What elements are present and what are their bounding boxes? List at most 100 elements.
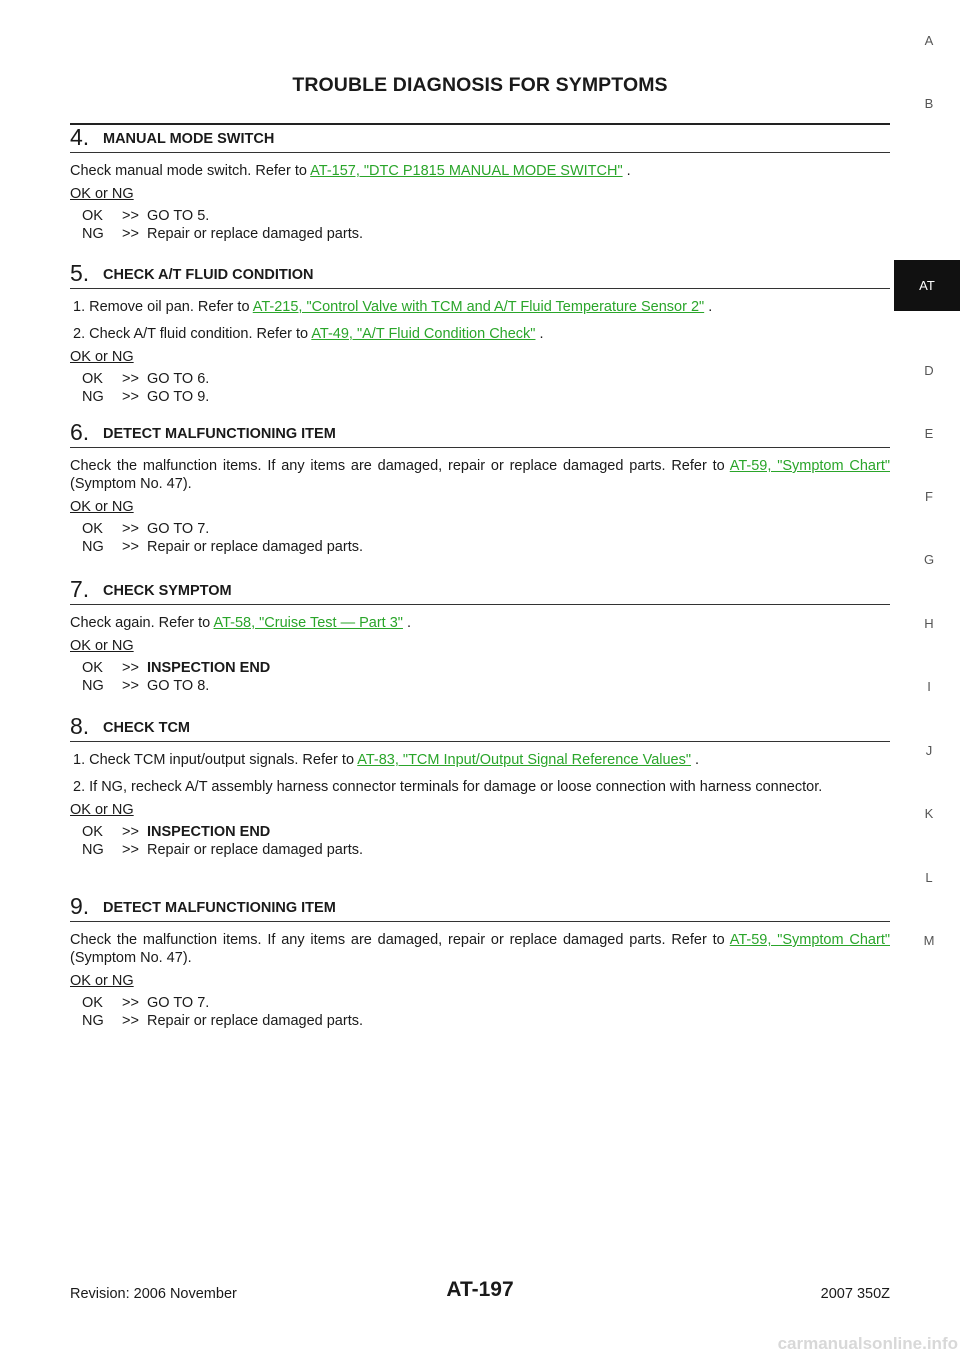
side-tab-l[interactable]: L — [925, 870, 933, 885]
side-tab-m[interactable]: M — [923, 933, 935, 948]
result-row-ok: OK>>INSPECTION END — [82, 823, 890, 841]
result-action: INSPECTION END — [147, 824, 271, 840]
result-action: Repair or replace damaged parts. — [147, 842, 364, 858]
side-tab-d[interactable]: D — [924, 363, 934, 378]
result-row-ok: OK>>GO TO 6. — [82, 370, 890, 388]
result-list: OK >> GO TO 5. NG >> Repair or replace damage… — [82, 207, 890, 243]
result-row-ng: NG>>Repair or replace damaged parts. — [82, 841, 890, 859]
result-arrow: >> — [122, 521, 139, 537]
instruction-line: 1. Check TCM input/output signals. Refer… — [70, 751, 890, 769]
reference-link[interactable]: AT-58, "Cruise Test — Part 3" — [213, 615, 403, 631]
instruction-suffix: (Symptom No. 47). — [70, 950, 192, 966]
result-key: OK — [82, 995, 103, 1011]
step-number: 7. — [70, 576, 90, 602]
result-arrow: >> — [122, 371, 139, 387]
result-row-ng: NG>>GO TO 8. — [82, 677, 890, 695]
result-key: OK — [82, 824, 103, 840]
result-action: GO TO 5. — [147, 208, 210, 224]
instruction-suffix: (Symptom No. 47). — [70, 476, 192, 492]
result-key: OK — [82, 521, 103, 537]
step-4: 4. MANUAL MODE SWITCH Check manual mode sw… — [70, 126, 890, 243]
instruction-line: 2. Check A/T fluid condition. Refer to A… — [70, 325, 890, 343]
step-header: 4. MANUAL MODE SWITCH — [70, 126, 890, 153]
result-arrow: >> — [122, 995, 139, 1011]
side-tab-h[interactable]: H — [924, 616, 934, 631]
reference-link[interactable]: AT-83, "TCM Input/Output Signal Referenc… — [357, 752, 692, 768]
instruction-suffix: . — [691, 752, 700, 768]
result-arrow: >> — [122, 660, 139, 676]
result-arrow: >> — [122, 226, 139, 242]
side-tab-j[interactable]: J — [925, 743, 933, 758]
result-action: GO TO 7. — [147, 995, 210, 1011]
side-tab-g[interactable]: G — [923, 552, 935, 567]
step-title: DETECT MALFUNCTIONING ITEM — [103, 900, 336, 916]
step-9: 9. DETECT MALFUNCTIONING ITEM Check the ma… — [70, 895, 890, 1030]
ok-or-ng-label: OK or NG — [70, 802, 134, 818]
reference-link[interactable]: AT-215, "Control Valve with TCM and A/T … — [252, 299, 705, 315]
page-number: AT-197 — [446, 1278, 514, 1301]
side-tab-e[interactable]: E — [924, 426, 934, 441]
result-arrow: >> — [122, 1013, 139, 1029]
result-key: NG — [82, 539, 104, 555]
result-key: NG — [82, 389, 104, 405]
instruction-text: Check the malfunction items. If any item… — [70, 458, 730, 474]
instruction-line: Check the malfunction items. If any item… — [70, 457, 890, 493]
side-tab-b[interactable]: B — [924, 96, 934, 111]
step-title: CHECK TCM — [103, 720, 190, 736]
result-action: Repair or replace damaged parts. — [147, 226, 364, 242]
step-number: 8. — [70, 713, 90, 739]
step-header: 8. CHECK TCM — [70, 715, 890, 742]
step-6: 6.DETECT MALFUNCTIONING ITEM Check the ma… — [70, 421, 890, 556]
result-key: NG — [82, 1013, 104, 1029]
instruction-line: 2. If NG, recheck A/T assembly harness c… — [70, 778, 890, 796]
result-row-ok: OK >> GO TO 7. — [82, 520, 890, 538]
model-label: 2007 350Z — [820, 1286, 890, 1302]
step-header: 9. DETECT MALFUNCTIONING ITEM — [70, 895, 890, 922]
step-number: 4. — [70, 124, 90, 150]
result-action: GO TO 7. — [147, 521, 210, 537]
result-row-ok: OK>>INSPECTION END — [82, 659, 890, 677]
result-arrow: >> — [122, 842, 139, 858]
step-number: 9. — [70, 893, 90, 919]
reference-link[interactable]: AT-59, "Symptom Chart" — [729, 932, 890, 948]
result-key: OK — [82, 208, 103, 224]
result-arrow: >> — [122, 389, 139, 405]
instruction-suffix: . — [535, 326, 544, 342]
ok-or-ng-label: OK or NG — [70, 973, 134, 989]
result-key: OK — [82, 660, 103, 676]
result-key: OK — [82, 371, 103, 387]
side-tab-i[interactable]: I — [927, 679, 931, 694]
result-row-ng: NG >> Repair or replace damaged parts. — [82, 1012, 890, 1030]
reference-link[interactable]: AT-59, "Symptom Chart" — [729, 458, 890, 474]
revision-label: Revision: 2006 November — [70, 1286, 237, 1302]
step-header: 7.CHECK SYMPTOM — [70, 578, 890, 605]
step-7: 7.CHECK SYMPTOM Check again. Refer to AT-… — [70, 578, 890, 695]
step-header: 6.DETECT MALFUNCTIONING ITEM — [70, 421, 890, 448]
reference-link[interactable]: AT-49, "A/T Fluid Condition Check" — [311, 326, 536, 342]
step-number: 5. — [70, 260, 90, 286]
instruction-text: Check manual mode switch. Refer to — [70, 163, 311, 179]
result-list: OK >> GO TO 7.NG >> Repair or replace damage… — [82, 520, 890, 556]
result-row-ok: OK >> GO TO 5. — [82, 207, 890, 225]
reference-link[interactable]: AT-157, "DTC P1815 MANUAL MODE SWITCH" — [310, 163, 623, 179]
side-tab-f[interactable]: F — [925, 489, 933, 504]
instruction-text: 1. Remove oil pan. Refer to — [73, 299, 253, 315]
result-key: NG — [82, 226, 104, 242]
footer: Revision: 2006 November AT-197 2007 350Z — [70, 1278, 890, 1312]
result-key: NG — [82, 678, 104, 694]
result-action: Repair or replace damaged parts. — [147, 1013, 364, 1029]
result-arrow: >> — [122, 208, 139, 224]
instruction-text: Check again. Refer to — [70, 615, 214, 631]
result-action: Repair or replace damaged parts. — [147, 539, 364, 555]
step-header: 5.CHECK A/T FLUID CONDITION — [70, 262, 890, 289]
step-title: MANUAL MODE SWITCH — [103, 131, 275, 147]
result-arrow: >> — [122, 678, 139, 694]
instruction-line: Check again. Refer to AT-58, "Cruise Tes… — [70, 614, 890, 632]
side-tab-k[interactable]: K — [924, 806, 934, 821]
side-tab-at[interactable]: AT — [894, 260, 960, 311]
instruction-text: 2. If NG, recheck A/T assembly harness c… — [73, 779, 823, 795]
step-number: 6. — [70, 419, 90, 445]
instruction-line: Check the malfunction items. If any item… — [70, 931, 890, 967]
side-tab-a[interactable]: A — [924, 33, 934, 48]
